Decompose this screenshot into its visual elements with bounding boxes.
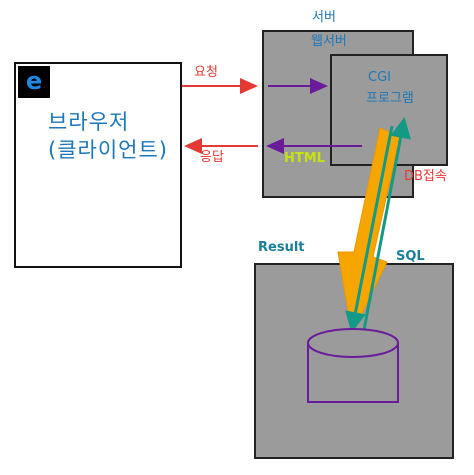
browser-icon-glyph: e [25,67,43,95]
html-label: HTML [284,151,325,166]
edge-browser-icon: e [18,66,50,98]
server-label: 서버 [312,10,336,25]
result-label: Result [258,240,305,255]
browser-label-line2: (클라이언트) [48,138,168,162]
cgi-label: CGI [368,70,391,85]
db-connect-label: DB접속 [404,169,447,184]
sql-arrow [345,125,394,333]
response-label: 응답 [200,150,224,165]
browser-label: 브라우저 (클라이언트) [48,108,178,164]
result-arrow [362,117,411,331]
web-server-label: 웹서버 [311,34,347,49]
program-label: 프로그램 [366,91,414,106]
database-cylinder-icon [307,328,399,403]
browser-label-line1: 브라우저 [48,110,130,134]
request-label: 요청 [194,65,218,80]
sql-label: SQL [396,249,425,264]
